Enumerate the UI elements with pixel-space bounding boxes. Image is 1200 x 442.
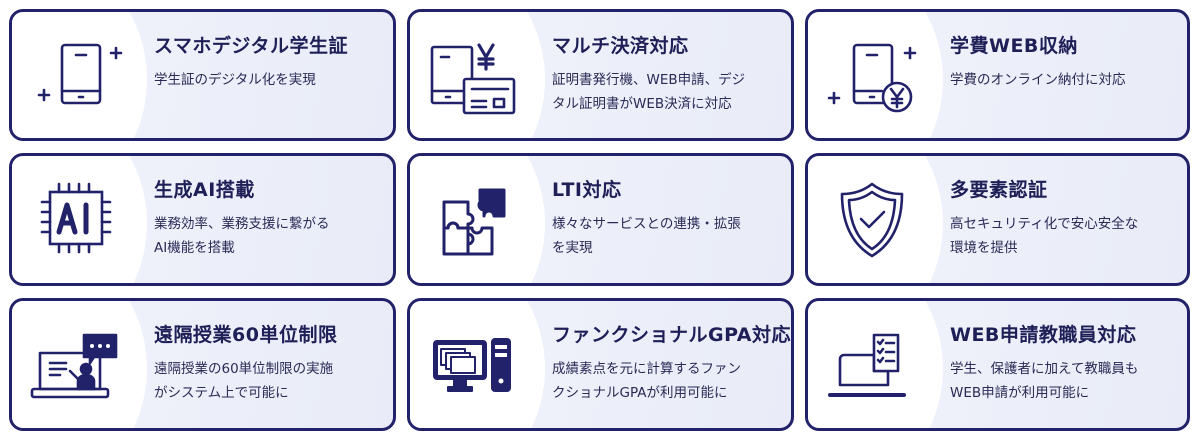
- feature-title: 生成AI搭載: [154, 179, 255, 201]
- phone-card-yen-icon: [424, 30, 524, 120]
- feature-card-tuition-web-payment[interactable]: 学費WEB収納 学費のオンライン納付に対応: [805, 9, 1190, 141]
- feature-title: 遠隔授業60単位制限: [154, 324, 338, 346]
- desktop-computer-icon: [424, 320, 524, 410]
- feature-card-multi-factor-auth[interactable]: 多要素認証 高セキュリティ化で安心安全な 環境を提供: [805, 153, 1190, 286]
- phone-yen-coin-icon: [822, 30, 922, 120]
- feature-title: WEB申請教職員対応: [950, 324, 1137, 346]
- feature-description: 様々なサービスとの連携・拡張 を実現: [552, 216, 741, 256]
- feature-title: スマホデジタル学生証: [154, 35, 349, 57]
- feature-card-digital-student-id[interactable]: スマホデジタル学生証 学生証のデジタル化を実現: [9, 9, 396, 141]
- feature-card-functional-gpa[interactable]: ファンクショナルGPA対応 成績素点を元に計算するファン クショナルGPAが利用…: [407, 298, 794, 431]
- feature-title: ファンクショナルGPA対応: [552, 324, 791, 346]
- puzzle-icon: [424, 175, 524, 265]
- feature-title: マルチ決済対応: [552, 35, 689, 57]
- feature-card-remote-class-limit[interactable]: 遠隔授業60単位制限 遠隔授業の60単位制限の実施 がシステム上で可能に: [9, 298, 396, 431]
- feature-description: 学費のオンライン納付に対応: [950, 72, 1126, 88]
- ai-chip-icon: [26, 175, 126, 265]
- feature-title: 学費WEB収納: [950, 35, 1078, 57]
- feature-description: 成績素点を元に計算するファン クショナルGPAが利用可能に: [552, 361, 741, 401]
- feature-description: 業務効率、業務支援に繋がる AI機能を搭載: [154, 216, 330, 256]
- online-lecture-icon: [26, 320, 126, 410]
- feature-card-generative-ai[interactable]: 生成AI搭載 業務効率、業務支援に繋がる AI機能を搭載: [9, 153, 396, 286]
- feature-title: 多要素認証: [950, 179, 1048, 201]
- feature-card-lti[interactable]: LTI対応 様々なサービスとの連携・拡張 を実現: [407, 153, 794, 286]
- feature-title: LTI対応: [552, 179, 622, 201]
- feature-card-multi-payment[interactable]: マルチ決済対応 証明書発行機、WEB申請、デジ タル証明書がWEB決済に対応: [407, 9, 794, 141]
- feature-description: 学生証のデジタル化を実現: [154, 72, 316, 88]
- feature-description: 学生、保護者に加えて教職員も WEB申請が利用可能に: [950, 361, 1139, 401]
- feature-card-staff-web-application[interactable]: WEB申請教職員対応 学生、保護者に加えて教職員も WEB申請が利用可能に: [805, 298, 1190, 431]
- feature-description: 高セキュリティ化で安心安全な 環境を提供: [950, 216, 1139, 256]
- feature-description: 証明書発行機、WEB申請、デジ タル証明書がWEB決済に対応: [552, 72, 746, 112]
- smartphone-sparkle-icon: [26, 30, 126, 120]
- shield-check-icon: [822, 175, 922, 265]
- feature-grid: スマホデジタル学生証 学生証のデジタル化を実現 マルチ決済対応 証明書発行機、W…: [9, 9, 1190, 431]
- laptop-checklist-icon: [822, 320, 922, 410]
- feature-description: 遠隔授業の60単位制限の実施 がシステム上で可能に: [154, 361, 334, 401]
